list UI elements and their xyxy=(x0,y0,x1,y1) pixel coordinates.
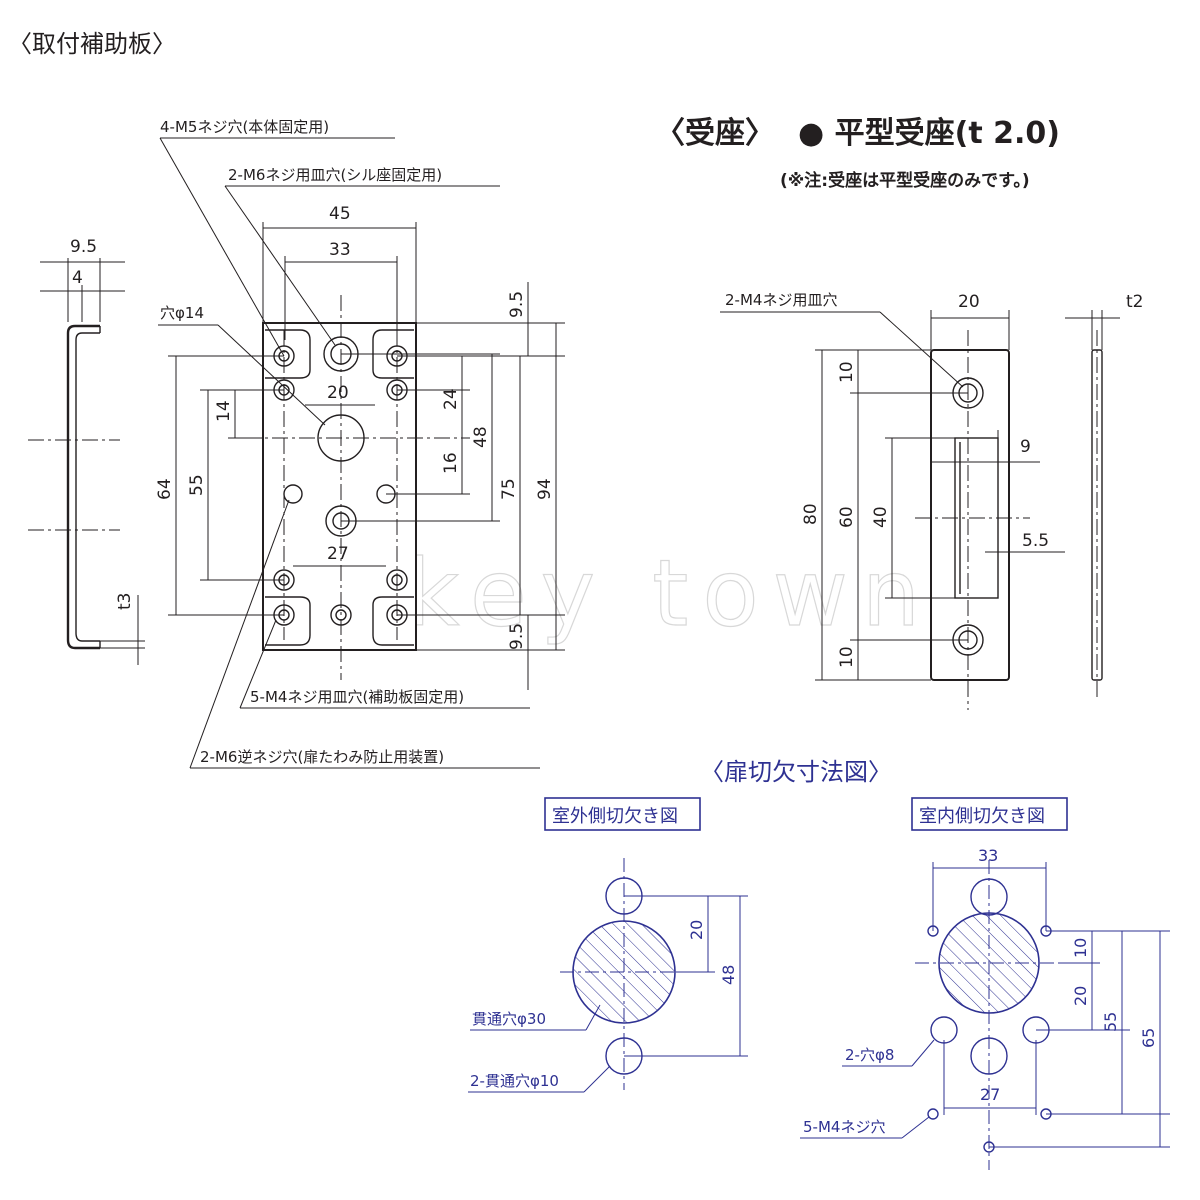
side-dim-t3: t3 xyxy=(115,593,135,610)
indoor-label-8: 2-穴φ8 xyxy=(845,1046,894,1064)
recv-dim-10-top: 10 xyxy=(837,361,857,383)
label-m6: 2-M6ネジ用皿穴(シル座固定用) xyxy=(228,166,442,184)
side-dim-9.5: 9.5 xyxy=(70,237,97,257)
indoor-dim-65: 65 xyxy=(1139,1028,1158,1048)
label-m6rev: 2-M6逆ネジ穴(扉たわみ防止用装置) xyxy=(200,748,444,766)
dim-48: 48 xyxy=(471,426,491,448)
dim-9.5-bottom: 9.5 xyxy=(507,623,527,650)
indoor-dim-10: 10 xyxy=(1071,938,1090,958)
dim-75: 75 xyxy=(499,478,519,500)
dim-9.5-top: 9.5 xyxy=(507,291,527,318)
outdoor-label-30: 貫通穴φ30 xyxy=(472,1010,546,1028)
recv-dim-20: 20 xyxy=(958,292,980,312)
side-dim-4: 4 xyxy=(72,268,83,288)
outdoor-diagram: 20 48 貫通穴φ30 2-貫通穴φ10 xyxy=(468,858,748,1093)
dim-14: 14 xyxy=(214,400,234,422)
label-m4: 5-M4ネジ用皿穴(補助板固定用) xyxy=(250,688,464,706)
dim-33: 33 xyxy=(329,240,351,260)
indoor-dim-55: 55 xyxy=(1101,1012,1120,1032)
dim-24: 24 xyxy=(441,388,461,410)
outdoor-title: 室外側切欠き図 xyxy=(552,806,678,827)
receiver-title: 〈受座〉 xyxy=(655,116,775,151)
dim-64: 64 xyxy=(155,478,175,500)
indoor-dim-20: 20 xyxy=(1071,986,1090,1006)
recv-dim-5.5: 5.5 xyxy=(1022,531,1049,551)
recv-dim-9: 9 xyxy=(1020,437,1031,457)
indoor-box xyxy=(911,797,1068,831)
dim-45: 45 xyxy=(329,204,351,224)
outdoor-label-10: 2-貫通穴φ10 xyxy=(470,1072,559,1090)
recv-dim-80: 80 xyxy=(801,503,821,525)
recv-dim-10-bottom: 10 xyxy=(837,646,857,668)
receiver-type: ● 平型受座(t 2.0) xyxy=(798,116,1060,151)
recv-dim-40: 40 xyxy=(871,506,891,528)
dim-55: 55 xyxy=(187,474,207,496)
main-title: 〈取付補助板〉 xyxy=(8,30,176,58)
receiver-dims: 20 t2 2-M4ネジ用皿穴 80 10 60 10 40 9 5.5 xyxy=(720,291,1143,681)
recv-label-m4: 2-M4ネジ用皿穴 xyxy=(725,291,837,309)
dim-94: 94 xyxy=(535,478,555,500)
receiver-plate xyxy=(915,330,1103,710)
cutout-title: 〈扉切欠寸法図〉 xyxy=(700,758,892,786)
indoor-dim-27: 27 xyxy=(980,1085,1000,1104)
indoor-title: 室内側切欠き図 xyxy=(919,806,1045,827)
indoor-dim-33: 33 xyxy=(978,846,998,865)
receiver-note: (※注:受座は平型受座のみです。) xyxy=(780,170,1030,191)
dim-20: 20 xyxy=(327,383,349,403)
aux-plate-dims: 45 33 20 27 9.5 9.5 94 75 48 24 16 xyxy=(155,204,565,690)
dim-16: 16 xyxy=(441,452,461,474)
aux-plate-leaders: 4-M5ネジ穴(本体固定用) 2-M6ネジ用皿穴(シル座固定用) 穴φ14 5-… xyxy=(158,118,540,769)
label-m5: 4-M5ネジ穴(本体固定用) xyxy=(160,118,329,136)
outdoor-dim-20: 20 xyxy=(687,920,706,940)
recv-dim-60: 60 xyxy=(837,506,857,528)
label-hole14: 穴φ14 xyxy=(160,304,204,322)
dim-27: 27 xyxy=(327,544,349,564)
outdoor-box xyxy=(544,797,701,831)
recv-dim-t2: t2 xyxy=(1126,292,1143,312)
outdoor-dim-48: 48 xyxy=(719,965,738,985)
side-profile: 9.5 4 t3 xyxy=(28,237,145,665)
indoor-diagram: 33 10 20 55 65 27 2-穴φ8 5-M4ネジ穴 xyxy=(800,846,1170,1170)
indoor-label-m4: 5-M4ネジ穴 xyxy=(803,1118,885,1136)
